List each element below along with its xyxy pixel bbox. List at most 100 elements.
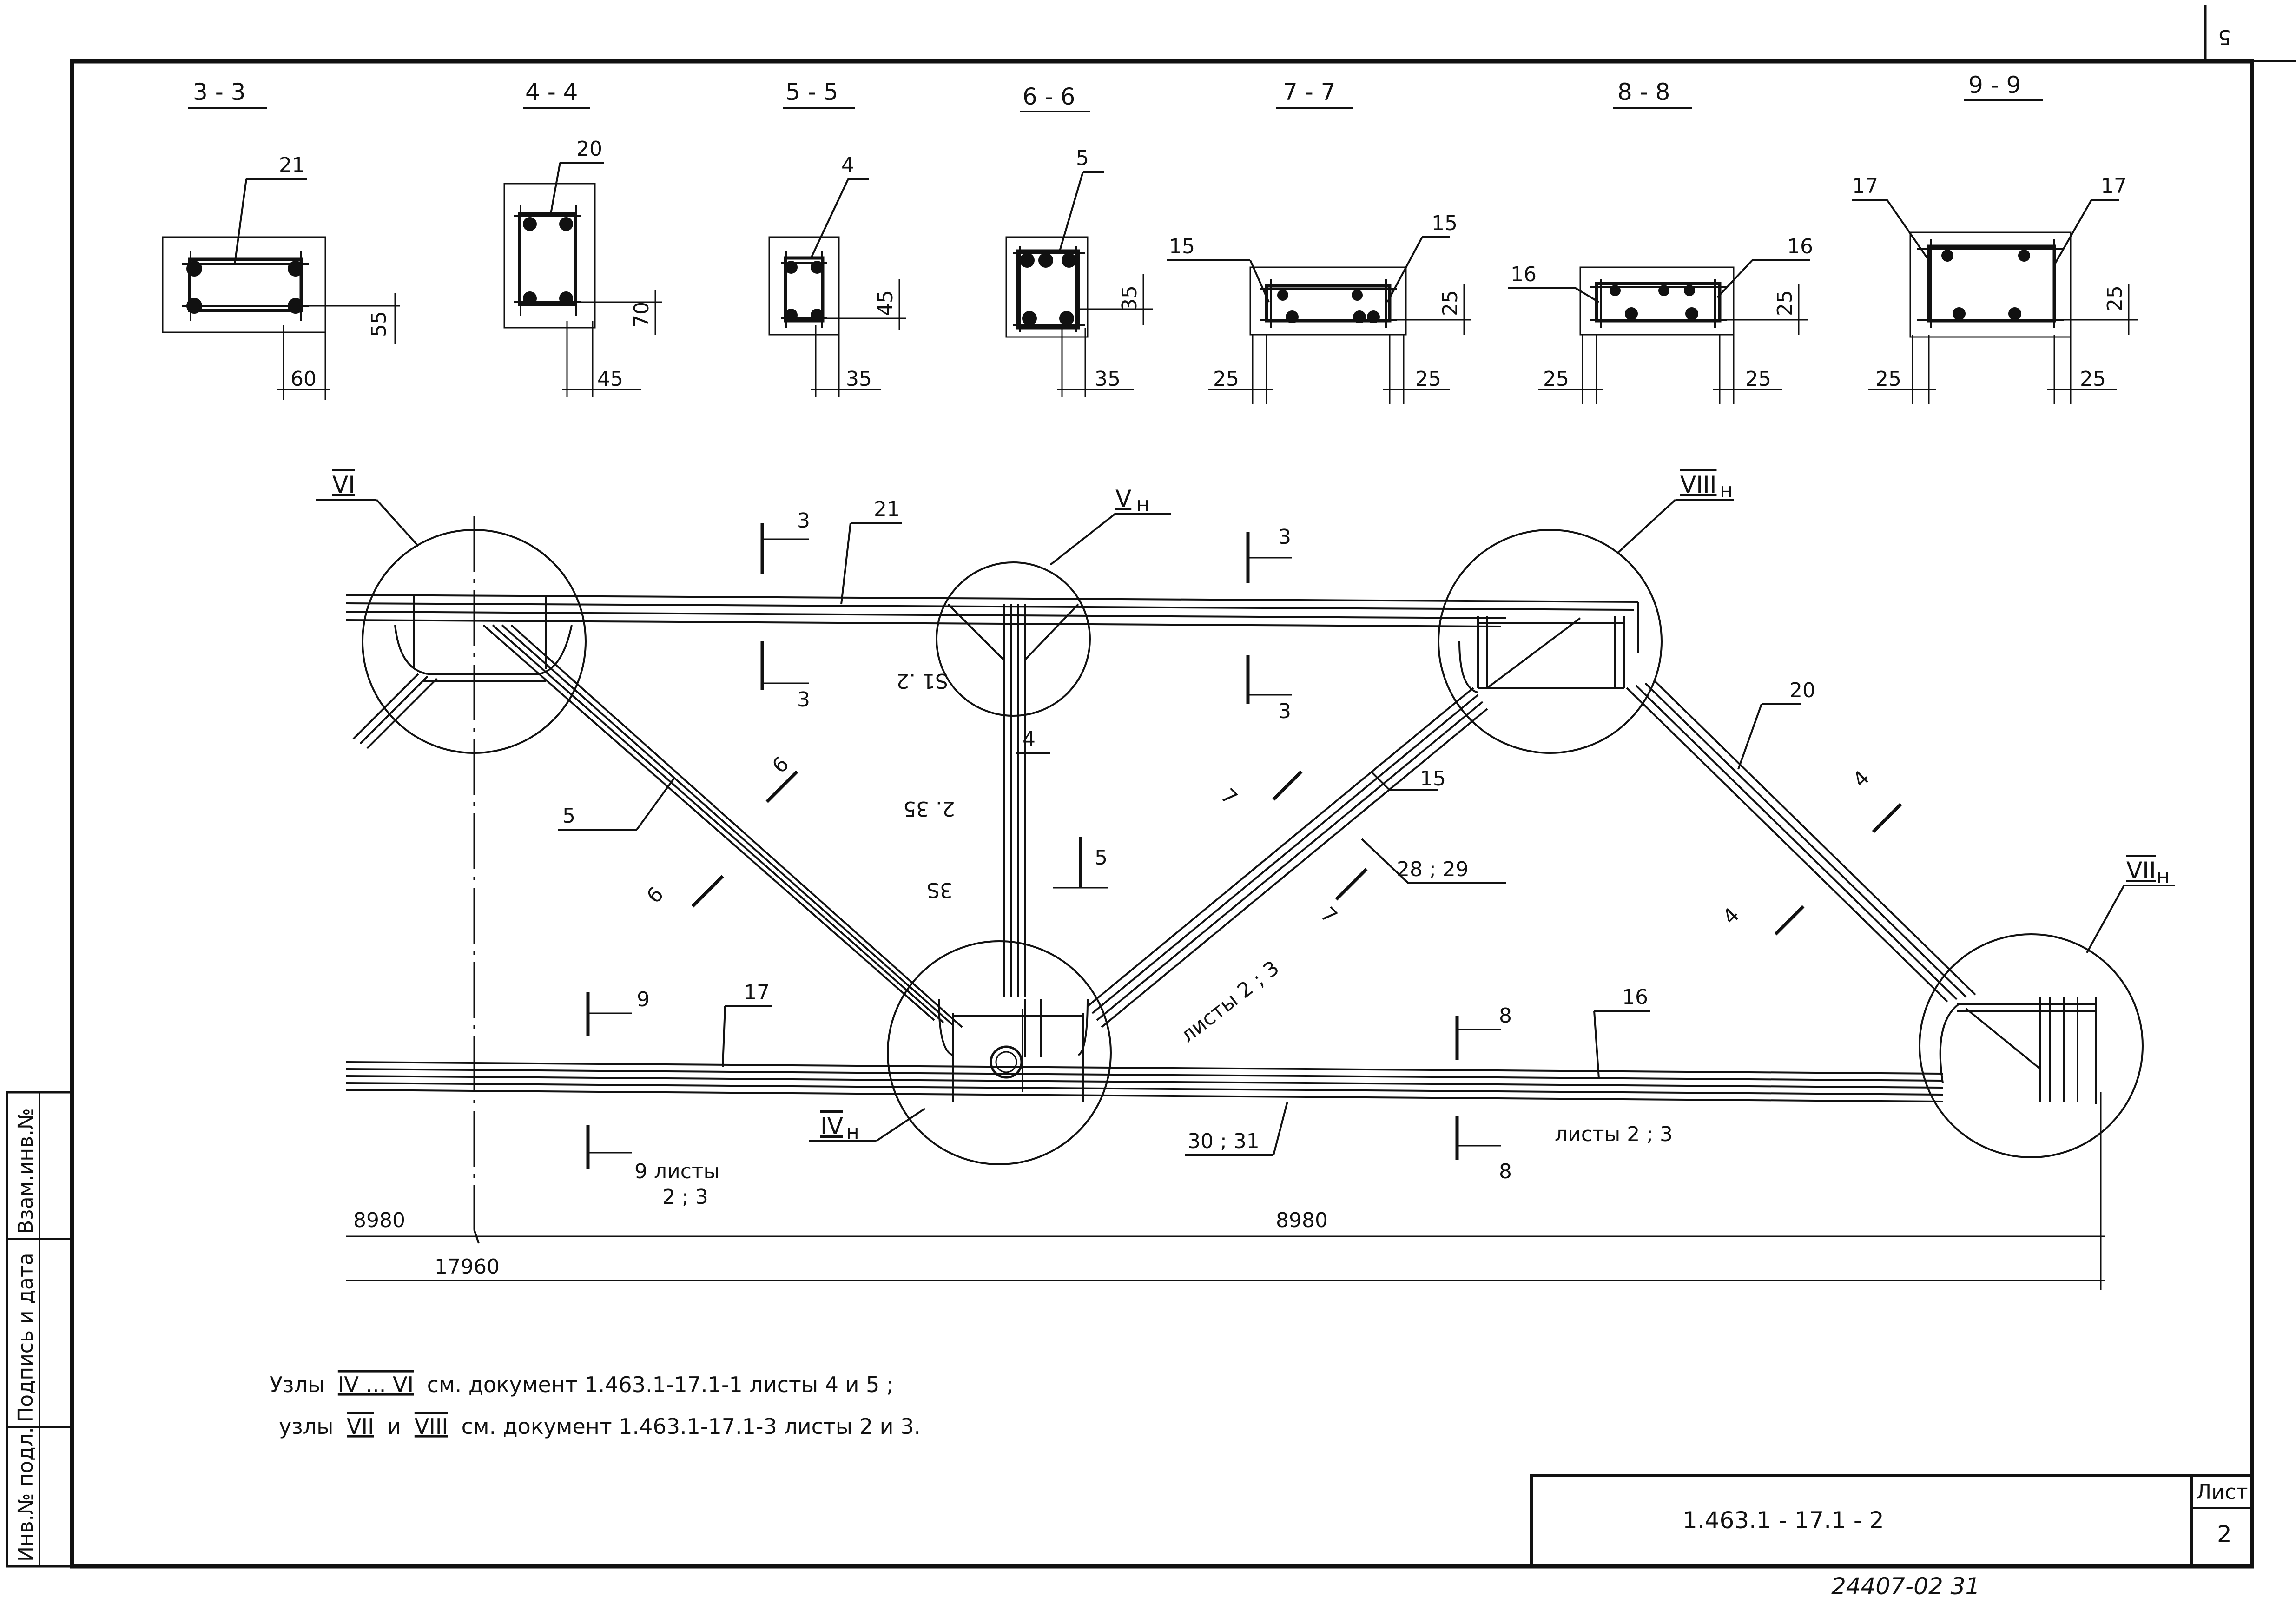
dimension-lines: [346, 1092, 2105, 1290]
note-line-2: узлы VII и VIII см. документ 1.463.1-17.…: [279, 1414, 921, 1439]
node-circle-vii: [1919, 933, 2144, 1158]
bar-label: 15: [1420, 767, 1446, 791]
section-mark: 16: [1511, 263, 1537, 286]
node-iv-hole-inner: [995, 1051, 1017, 1073]
section-dim: 25: [1875, 367, 1901, 391]
section-dim: 25: [1438, 290, 1462, 316]
general-notes: Узлы IV ... VI см. документ 1.463.1-17.1…: [270, 1372, 921, 1439]
section-mark: 16: [1787, 235, 1813, 258]
cut-label: 9: [637, 988, 650, 1011]
section-mark: 15: [1169, 235, 1195, 258]
node-vii-detail: [1939, 997, 2097, 1104]
node-vi-detail: [394, 595, 573, 682]
section-dim: 70: [630, 302, 653, 328]
node-label-iv-sub: н: [846, 1120, 859, 1144]
cut-label: 8: [1499, 1160, 1512, 1183]
note-line-1: Узлы IV ... VI см. документ 1.463.1-17.1…: [270, 1372, 894, 1397]
node-label-vii-sub: н: [2157, 865, 2170, 888]
sheet-reference: листы 2 ; 3: [1176, 956, 1284, 1048]
node-iv-detail: [938, 999, 1089, 1102]
section-dim: 35: [1118, 285, 1141, 311]
section-title: 4 - 4: [525, 79, 578, 106]
section-dim: 55: [367, 311, 391, 337]
section-mark: 20: [576, 137, 602, 161]
diagonal-middle: [1087, 687, 1488, 1028]
node-circle-viii: [1438, 529, 1663, 754]
title-code: 1.463.1 - 17.1 - 2: [1682, 1507, 1884, 1534]
section-mark: 21: [279, 153, 305, 177]
bar-label: 16: [1622, 985, 1648, 1009]
sheet-reference: листы 2 ; 3: [1555, 1122, 1673, 1146]
section-8-8-rebars: [1610, 285, 1698, 320]
section-mark: 17: [1852, 174, 1878, 198]
sheet-frame: [6, 5, 2296, 1569]
node-iv-hole: [990, 1045, 1023, 1079]
diagonal-right: [1626, 680, 1976, 1003]
section-dim: 25: [1773, 290, 1797, 316]
section-title: 6 - 6: [1023, 83, 1075, 110]
bar-labels: 21 5 4 15 28 ; 29 20 17 16 30 ; 31: [562, 497, 1815, 1153]
diagonal-left: [352, 624, 963, 1028]
section-8-8: [1508, 107, 1810, 404]
cut-label: 5: [1095, 846, 1108, 870]
bar-label: 5: [562, 804, 575, 828]
bar-label: 28 ; 29: [1397, 858, 1469, 881]
node-label-viii: VIII: [1680, 471, 1716, 498]
leader-lines: [316, 499, 2175, 1156]
section-title: 3 - 3: [193, 79, 245, 106]
section-mark: 17: [2101, 174, 2127, 198]
cross-sections: [162, 99, 2138, 404]
cut-label: 6: [768, 752, 794, 778]
section-3-3: [162, 107, 400, 400]
section-dim: 25: [1543, 367, 1569, 391]
section-title: 9 - 9: [1968, 72, 2021, 99]
section-mark: 4: [841, 153, 854, 177]
bar-label: 4: [1023, 727, 1036, 751]
section-title: 8 - 8: [1617, 79, 1670, 106]
section-dim: 25: [2080, 367, 2106, 391]
cut-label: 8: [1499, 1004, 1512, 1028]
bar-label: 17: [744, 981, 770, 1004]
cut-label: 7: [1316, 903, 1342, 929]
post: [947, 603, 1079, 997]
section-title: 5 - 5: [785, 79, 838, 106]
node-labels: VI V н VIII н IV н VII н: [332, 471, 2170, 1144]
section-dim: 25: [1415, 367, 1441, 391]
cut-label: 3: [1278, 525, 1291, 549]
section-mark: 15: [1432, 211, 1458, 235]
node-circle-v: [936, 561, 1091, 717]
section-3-3-rebars: [186, 261, 303, 314]
sheet-number: 2: [2217, 1521, 2232, 1548]
truss-elevation: [346, 516, 2144, 1229]
node-label-v: V: [1115, 485, 1131, 512]
cut-label: 4: [1848, 766, 1874, 792]
corner-mark: 5: [2218, 25, 2231, 49]
dimension-value: 8980: [1276, 1208, 1328, 1232]
section-4-4: [503, 107, 662, 397]
section-dim: 60: [290, 367, 317, 391]
section-9-9-rebars: [1941, 250, 2030, 320]
archive-number: 24407-02 31: [1831, 1573, 1980, 1600]
faint-text: 3S: [927, 878, 953, 902]
cut-label: 7: [1216, 784, 1242, 810]
section-dim: 35: [1095, 367, 1121, 391]
section-5-5: [768, 107, 906, 397]
faint-text: S1 .2: [896, 669, 948, 693]
bottom-chord: [346, 1061, 1943, 1102]
node-label-vi: VI: [332, 471, 355, 498]
section-mark: 5: [1076, 146, 1089, 170]
bar-label: 21: [874, 497, 900, 521]
section-7-7: [1167, 107, 1471, 404]
section-dim: 25: [1213, 367, 1239, 391]
section-dim: 45: [597, 367, 623, 391]
node-label-iv: IV: [820, 1113, 843, 1140]
dimension-value: 17960: [435, 1255, 500, 1279]
cut-label: 3: [797, 509, 810, 533]
node-label-vii: VII: [2126, 857, 2156, 884]
section-9-9: [1852, 99, 2138, 404]
faint-text: 2. 35: [903, 797, 955, 820]
cut-marks: [586, 523, 1902, 1169]
section-4-4-rebars: [523, 217, 573, 305]
section-6-6-rebars: [1020, 253, 1076, 326]
node-label-viii-sub: н: [1720, 479, 1733, 502]
